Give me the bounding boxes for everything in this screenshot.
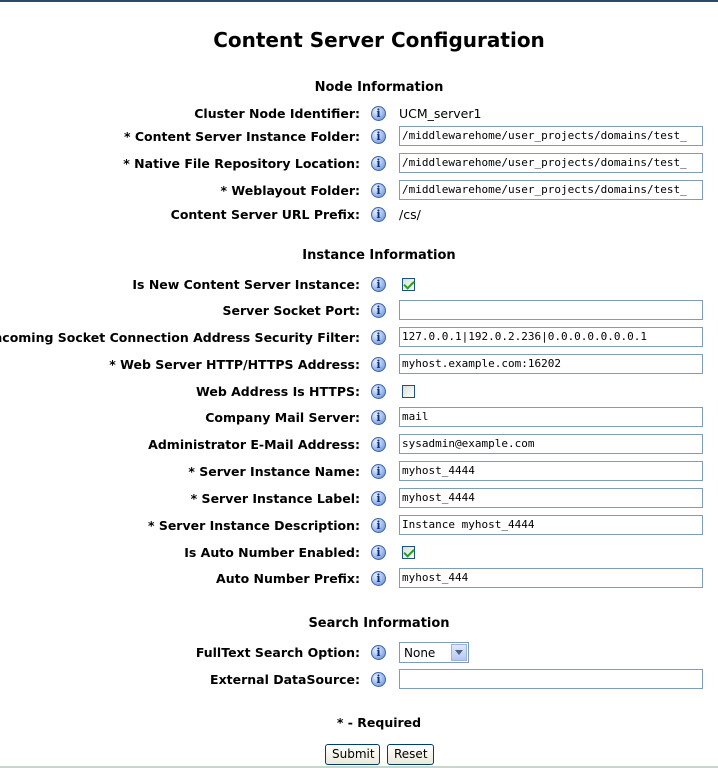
auto-number-checkbox[interactable]: [402, 546, 415, 559]
info-icon[interactable]: i: [371, 491, 386, 506]
instance-label-label: * Server Instance Label:: [190, 491, 360, 506]
url-prefix-label: Content Server URL Prefix:: [170, 207, 360, 222]
http-address-label: * Web Server HTTP/HTTPS Address:: [109, 357, 360, 372]
row-weblayout: * Weblayout Folder: i /middlewarehome/us…: [0, 179, 718, 203]
is-new-instance-checkbox[interactable]: [402, 278, 415, 291]
checkmark-icon: [403, 546, 415, 558]
info-icon[interactable]: i: [371, 645, 386, 660]
fulltext-select[interactable]: None: [399, 642, 469, 663]
required-note: * - Required: [336, 715, 422, 730]
instance-name-input[interactable]: myhost_4444: [399, 461, 703, 481]
row-is-new-instance: Is New Content Server Instance: i: [0, 273, 718, 297]
row-auto-prefix: Auto Number Prefix: i myhost_444: [0, 567, 718, 591]
section-title-node: Node Information: [314, 80, 444, 95]
socket-port-label: Server Socket Port:: [222, 303, 360, 318]
security-filter-label: Incoming Socket Connection Address Secur…: [0, 330, 360, 345]
row-url-prefix: Content Server URL Prefix: i /cs/: [0, 203, 718, 227]
cluster-node-id-value: UCM_server1: [399, 106, 482, 121]
row-auto-number: Is Auto Number Enabled: i: [0, 541, 718, 565]
row-is-https: Web Address Is HTTPS: i: [0, 380, 718, 404]
info-icon[interactable]: i: [371, 518, 386, 533]
admin-email-label: Administrator E-Mail Address:: [148, 437, 360, 452]
instance-folder-label: * Content Server Instance Folder:: [123, 129, 360, 144]
info-icon[interactable]: i: [371, 303, 386, 318]
instance-name-label: * Server Instance Name:: [188, 464, 360, 479]
datasource-input[interactable]: [399, 669, 703, 689]
http-address-input[interactable]: myhost.example.com:16202: [399, 354, 703, 374]
row-instance-desc: * Server Instance Description: i Instanc…: [0, 514, 718, 538]
row-http-address: * Web Server HTTP/HTTPS Address: i myhos…: [0, 353, 718, 377]
row-datasource: External DataSource: i: [0, 668, 718, 692]
row-fulltext: FullText Search Option: i None: [0, 641, 718, 665]
row-mail-server: Company Mail Server: i mail: [0, 406, 718, 430]
row-socket-port: Server Socket Port: i: [0, 299, 718, 323]
socket-port-input[interactable]: [399, 300, 703, 320]
chevron-down-icon[interactable]: [451, 644, 467, 661]
submit-button[interactable]: Submit: [325, 744, 380, 765]
row-instance-label: * Server Instance Label: i myhost_4444: [0, 487, 718, 511]
info-icon[interactable]: i: [371, 410, 386, 425]
section-title-instance: Instance Information: [302, 248, 456, 263]
native-repo-input[interactable]: /middlewarehome/user_projects/domains/te…: [399, 153, 703, 173]
row-security-filter: Incoming Socket Connection Address Secur…: [0, 326, 718, 350]
reset-button[interactable]: Reset: [387, 744, 434, 765]
row-instance-name: * Server Instance Name: i myhost_4444: [0, 460, 718, 484]
info-icon[interactable]: i: [371, 545, 386, 560]
mail-server-input[interactable]: mail: [399, 407, 703, 427]
is-new-instance-label: Is New Content Server Instance:: [132, 277, 360, 292]
mail-server-label: Company Mail Server:: [205, 410, 360, 425]
weblayout-label: * Weblayout Folder:: [220, 183, 360, 198]
info-icon[interactable]: i: [371, 277, 386, 292]
url-prefix-value: /cs/: [399, 207, 421, 222]
info-icon[interactable]: i: [371, 183, 386, 198]
instance-label-input[interactable]: myhost_4444: [399, 488, 703, 508]
info-icon[interactable]: i: [371, 464, 386, 479]
info-icon[interactable]: i: [371, 156, 386, 171]
fulltext-label: FullText Search Option:: [195, 645, 360, 660]
weblayout-input[interactable]: /middlewarehome/user_projects/domains/te…: [399, 180, 703, 200]
info-icon[interactable]: i: [371, 207, 386, 222]
row-cluster-node-id: Cluster Node Identifier: i UCM_server1: [0, 102, 718, 126]
is-https-checkbox[interactable]: [402, 385, 415, 398]
info-icon[interactable]: i: [371, 571, 386, 586]
auto-prefix-input[interactable]: myhost_444: [399, 568, 703, 588]
info-icon[interactable]: i: [371, 672, 386, 687]
info-icon[interactable]: i: [371, 384, 386, 399]
instance-desc-input[interactable]: Instance myhost_4444: [399, 515, 703, 535]
page-title: Content Server Configuration: [213, 28, 545, 52]
info-icon[interactable]: i: [371, 330, 386, 345]
info-icon[interactable]: i: [371, 357, 386, 372]
security-filter-input[interactable]: 127.0.0.1|192.0.2.236|0.0.0.0.0.0.0.1: [399, 327, 703, 347]
checkmark-icon: [403, 278, 415, 290]
row-admin-email: Administrator E-Mail Address: i sysadmin…: [0, 433, 718, 457]
auto-prefix-label: Auto Number Prefix:: [216, 571, 360, 586]
info-icon[interactable]: i: [371, 129, 386, 144]
instance-folder-input[interactable]: /middlewarehome/user_projects/domains/te…: [399, 126, 703, 146]
cluster-node-id-label: Cluster Node Identifier:: [194, 106, 360, 121]
info-icon[interactable]: i: [371, 437, 386, 452]
auto-number-label: Is Auto Number Enabled:: [184, 545, 360, 560]
instance-desc-label: * Server Instance Description:: [147, 518, 360, 533]
fulltext-selected-value: None: [404, 646, 436, 660]
row-native-repo: * Native File Repository Location: i /mi…: [0, 152, 718, 176]
datasource-label: External DataSource:: [210, 672, 360, 687]
admin-email-input[interactable]: sysadmin@example.com: [399, 434, 703, 454]
is-https-label: Web Address Is HTTPS:: [196, 384, 360, 399]
row-instance-folder: * Content Server Instance Folder: i /mid…: [0, 125, 718, 149]
info-icon[interactable]: i: [371, 106, 386, 121]
section-title-search: Search Information: [308, 616, 450, 631]
native-repo-label: * Native File Repository Location:: [123, 156, 360, 171]
